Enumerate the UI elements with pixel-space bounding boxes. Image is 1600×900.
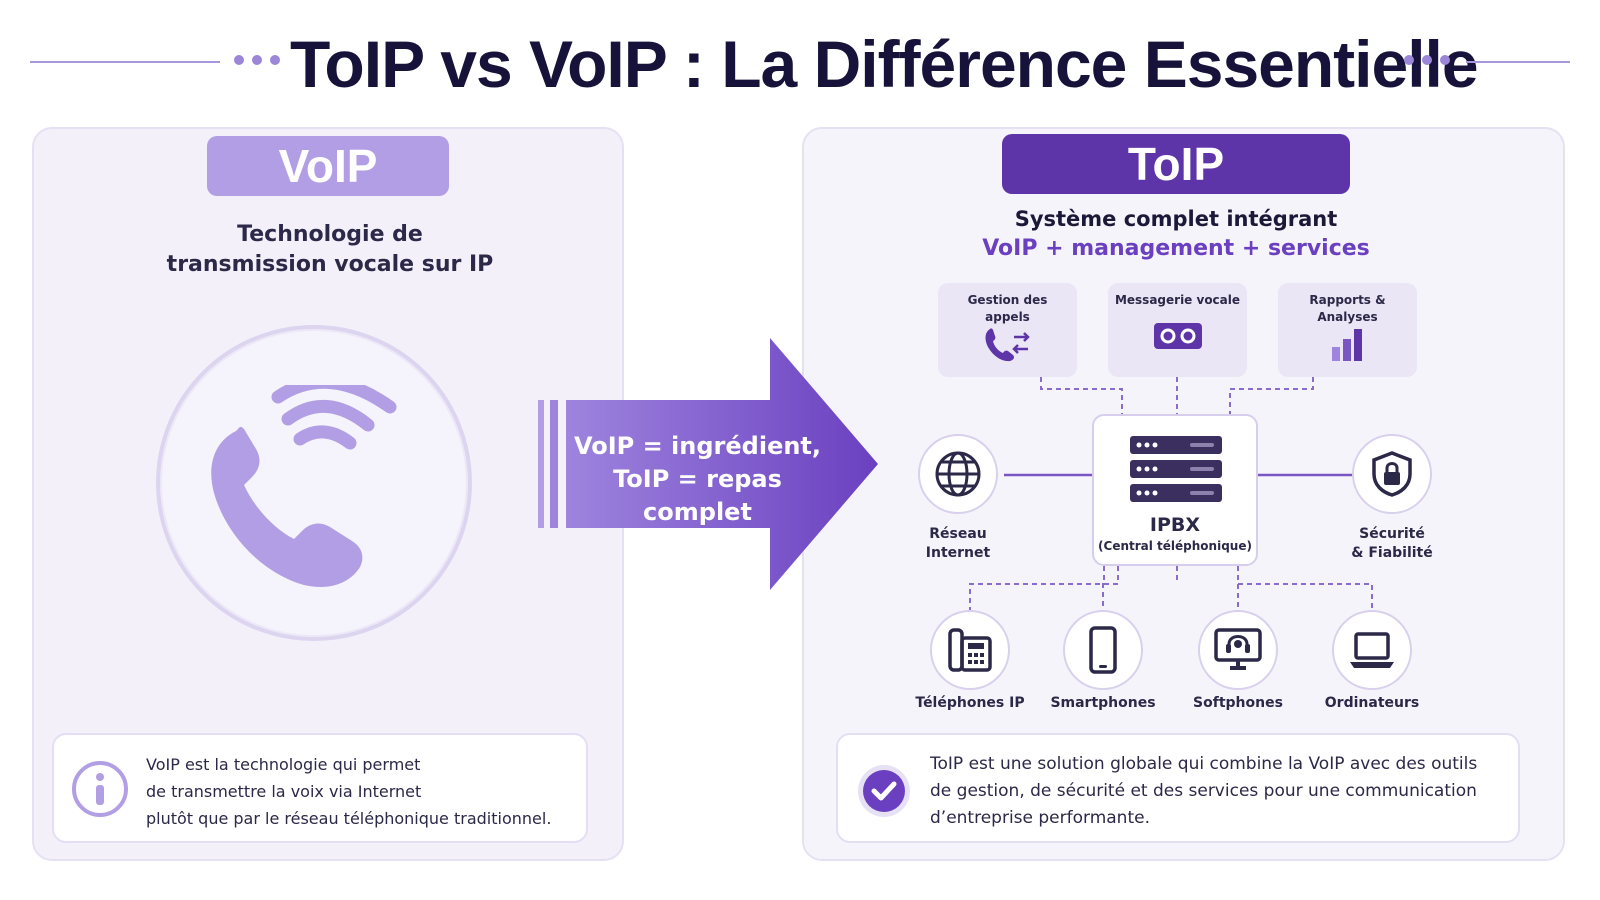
smartphone-icon xyxy=(1089,626,1117,674)
transition-arrow xyxy=(538,338,878,590)
headset-monitor-icon xyxy=(1214,628,1262,670)
device-computer xyxy=(1332,610,1412,690)
header-rule-left xyxy=(30,61,220,63)
shield-lock-icon xyxy=(1372,451,1412,497)
feature-reports-line2: Analyses xyxy=(1317,310,1378,324)
arrow-caption-line1: VoIP = ingrédient, xyxy=(573,432,822,460)
toip-subtitle: Système complet intégrant xyxy=(1014,207,1338,231)
internet-node-line1: Réseau xyxy=(929,526,987,542)
feature-call-management: Gestion des appels xyxy=(938,283,1077,377)
device-smartphone-label: Smartphones xyxy=(1050,695,1156,711)
feature-voicemail-line1: Messagerie vocale xyxy=(1114,293,1241,307)
ipbx-name: IPBX xyxy=(1149,514,1201,536)
device-softphone-label: Softphones xyxy=(1193,695,1283,711)
header-dots-left xyxy=(234,55,280,65)
voip-subtitle-line2: transmission vocale sur IP xyxy=(166,252,494,277)
call-transfer-icon xyxy=(985,328,1030,362)
laptop-icon xyxy=(1350,632,1394,668)
device-softphone xyxy=(1198,610,1278,690)
toip-subtitle-formula: VoIP + management + services xyxy=(982,236,1370,261)
security-node-label: Sécurité & Fiabilité xyxy=(1342,525,1442,563)
internet-node-line2: Internet xyxy=(925,545,991,561)
header-dots-right xyxy=(1404,55,1450,65)
arrow-caption-line2: ToIP = repas complet xyxy=(613,465,782,526)
phone-waves-icon xyxy=(211,385,397,587)
security-node-line2: & Fiabilité xyxy=(1351,545,1433,561)
voip-info-box: VoIP est la technologie qui permet de tr… xyxy=(52,733,588,843)
voip-info-line3: plutôt que par le réseau téléphonique tr… xyxy=(146,809,552,828)
feature-call-management-line1: Gestion des xyxy=(967,293,1048,307)
voip-badge: VoIP xyxy=(207,136,449,196)
header-rule-right xyxy=(1466,61,1570,63)
toip-info-line1: ToIP est une solution globale qui combin… xyxy=(930,754,1478,774)
bar-chart-icon xyxy=(1332,329,1362,361)
internet-node-label: Réseau Internet xyxy=(908,525,1008,563)
phone-circle xyxy=(156,325,472,641)
internet-node xyxy=(918,434,998,514)
page-title: ToIP vs VoIP : La Différence Essentielle xyxy=(290,27,1479,101)
arrow-caption: VoIP = ingrédient, ToIP = repas complet xyxy=(560,430,835,529)
toip-info-box: ToIP est une solution globale qui combin… xyxy=(836,733,1520,843)
device-ip-phone xyxy=(930,610,1010,690)
device-computer-label: Ordinateurs xyxy=(1324,695,1420,711)
voip-info-line2: de transmettre la voix via Internet xyxy=(146,782,422,801)
feature-reports-line1: Rapports & xyxy=(1309,293,1386,307)
feature-voicemail: Messagerie vocale xyxy=(1108,283,1247,377)
voip-subtitle: Technologie de transmission vocale sur I… xyxy=(150,220,510,280)
ipbx-hub: IPBX (Central téléphonique) xyxy=(1092,414,1258,566)
voip-info-line1: VoIP est la technologie qui permet xyxy=(146,755,421,774)
server-icon xyxy=(1130,436,1222,502)
feature-reports: Rapports & Analyses xyxy=(1278,283,1417,377)
device-smartphone xyxy=(1063,610,1143,690)
info-icon xyxy=(72,761,128,817)
globe-icon xyxy=(935,451,981,497)
check-circle-icon xyxy=(858,765,910,817)
toip-info-line3: d’entreprise performante. xyxy=(930,808,1150,828)
toip-badge: ToIP xyxy=(1002,134,1350,194)
security-node-line1: Sécurité xyxy=(1359,526,1425,542)
security-node xyxy=(1352,434,1432,514)
ipbx-sub: (Central téléphonique) xyxy=(1098,539,1252,553)
voip-subtitle-line1: Technologie de xyxy=(237,222,423,247)
desk-phone-icon xyxy=(948,628,992,672)
voicemail-icon xyxy=(1154,323,1202,349)
toip-info-line2: de gestion, de sécurité et des services … xyxy=(930,781,1477,801)
device-ip-phone-label: Téléphones IP xyxy=(915,695,1025,711)
feature-call-management-line2: appels xyxy=(985,310,1030,324)
